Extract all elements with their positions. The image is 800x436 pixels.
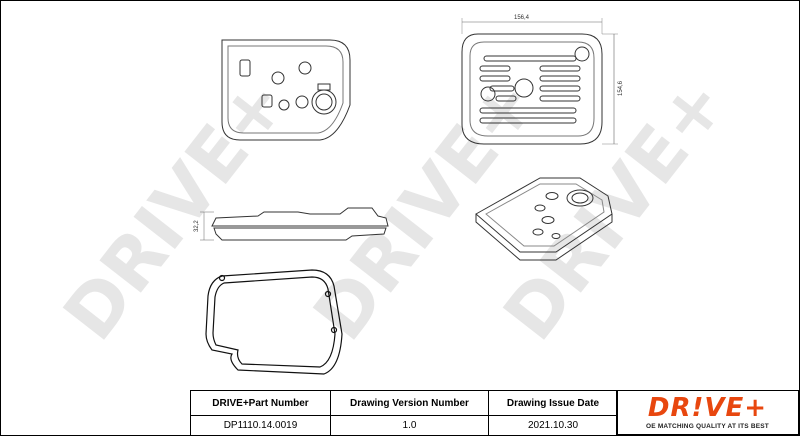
gasket-outline [205, 269, 343, 375]
technical-drawing: DRIVE+ DRIVE+ DRIVE+ [47, 15, 743, 375]
part-number-value: DP1110.14.0019 [190, 415, 331, 436]
title-block: DRIVE+Part Number Drawing Version Number… [190, 390, 799, 436]
filter-side-view [200, 207, 389, 241]
dim-height-label: 154,6 [618, 80, 624, 96]
brand-logo: DR!VE+ OE MATCHING QUALITY AT ITS BEST [616, 390, 799, 435]
filter-top-view [221, 39, 351, 141]
dim-width-label: 156,4 [514, 15, 530, 21]
issue-date-value: 2021.10.30 [488, 415, 618, 436]
watermark-group: DRIVE+ DRIVE+ DRIVE+ [47, 62, 742, 356]
filter-bottom-view [461, 18, 618, 145]
title-block-table: DRIVE+Part Number Drawing Version Number… [190, 390, 618, 436]
version-header: Drawing Version Number [330, 390, 489, 416]
dim-thickness-label: 32,2 [194, 220, 200, 232]
brand-logo-name: DR!VE+ [647, 393, 768, 423]
filter-isometric-view [475, 177, 613, 261]
brand-logo-tagline: OE MATCHING QUALITY AT ITS BEST [646, 423, 769, 430]
version-value: 1.0 [330, 415, 489, 436]
part-number-header: DRIVE+Part Number [190, 390, 331, 416]
watermark-1: DRIVE+ [47, 62, 302, 356]
issue-date-header: Drawing Issue Date [488, 390, 618, 416]
